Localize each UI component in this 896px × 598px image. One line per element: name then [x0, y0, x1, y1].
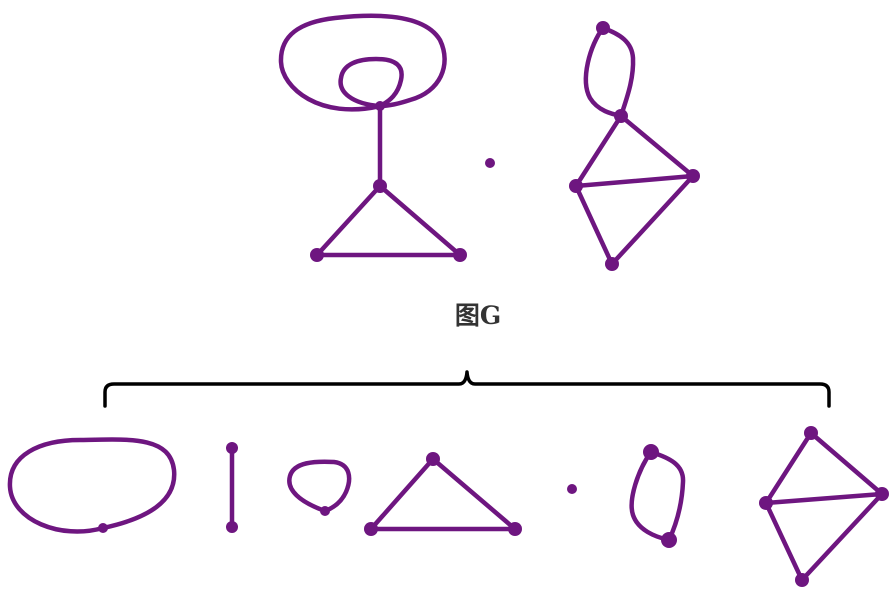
isolated-vertex: [485, 158, 495, 168]
large-loop-edge: [7, 437, 177, 534]
kite-b-edge-3: [763, 491, 885, 506]
triangle-edges-bottom: [368, 456, 518, 532]
kite-edge-3: [573, 173, 696, 189]
kite-edge-2: [618, 113, 696, 179]
vertex-top: [596, 21, 610, 35]
large-loop-vertex: [98, 523, 108, 533]
pair-top-vertex: [643, 444, 659, 460]
graph-g: [278, 13, 700, 271]
decomposition: [7, 426, 889, 587]
vertex-triangle-top: [373, 179, 387, 193]
triangle-edges: [314, 183, 463, 258]
vertex-triangle-left: [310, 248, 324, 262]
vertex-triangle-right: [453, 248, 467, 262]
triangle-left-vertex: [364, 522, 378, 536]
kite-b-left-vertex: [759, 496, 773, 510]
triangle-top-vertex: [426, 452, 440, 466]
vertex-loop: [375, 101, 385, 111]
kite-b-edge-1: [763, 430, 814, 506]
kite-b-right-vertex: [875, 487, 889, 501]
small-loop-vertex: [320, 506, 330, 516]
kite-b-edge-5: [799, 491, 885, 583]
double-edge-left: [583, 25, 624, 119]
outer-loop-edge: [278, 13, 447, 112]
pair-edge-right: [648, 449, 686, 543]
pair-bottom-vertex: [661, 532, 677, 548]
kite-edge-5: [609, 173, 696, 267]
single-edge-bottom-vertex: [226, 521, 238, 533]
vertex-left: [569, 179, 583, 193]
vertex-right: [686, 169, 700, 183]
small-loop-edge: [287, 459, 352, 514]
kite-edge-4: [573, 183, 615, 267]
component-loop-triangle: [278, 13, 467, 262]
kite-b-edge-2: [808, 430, 885, 497]
isolated-vertex-bottom: [567, 484, 577, 494]
kite-b-bottom-vertex: [795, 573, 809, 587]
pair-edge-left: [629, 449, 672, 543]
kite-edge-1: [573, 113, 624, 189]
kite-b-top-vertex: [804, 426, 818, 440]
component-loop-kite: [569, 21, 700, 271]
inner-loop-edge: [338, 56, 404, 109]
kite-b-edge-4: [763, 500, 805, 583]
figure-caption: 图G: [454, 301, 502, 330]
curly-brace: [103, 370, 831, 408]
triangle-right-vertex: [508, 522, 522, 536]
vertex-bottom: [605, 257, 619, 271]
double-edge-right: [600, 25, 636, 119]
vertex-mid: [614, 109, 628, 123]
single-edge-top-vertex: [226, 442, 238, 454]
